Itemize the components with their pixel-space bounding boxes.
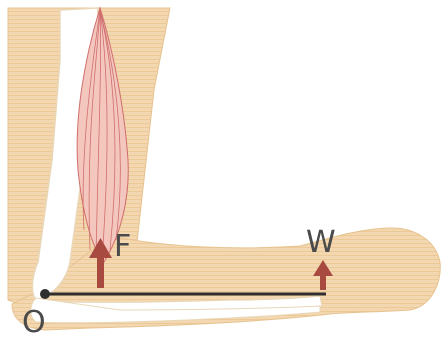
force-label: F <box>114 229 131 264</box>
weight-label: W <box>306 225 336 260</box>
pivot-label: O <box>22 305 46 340</box>
pivot-point <box>40 289 50 299</box>
